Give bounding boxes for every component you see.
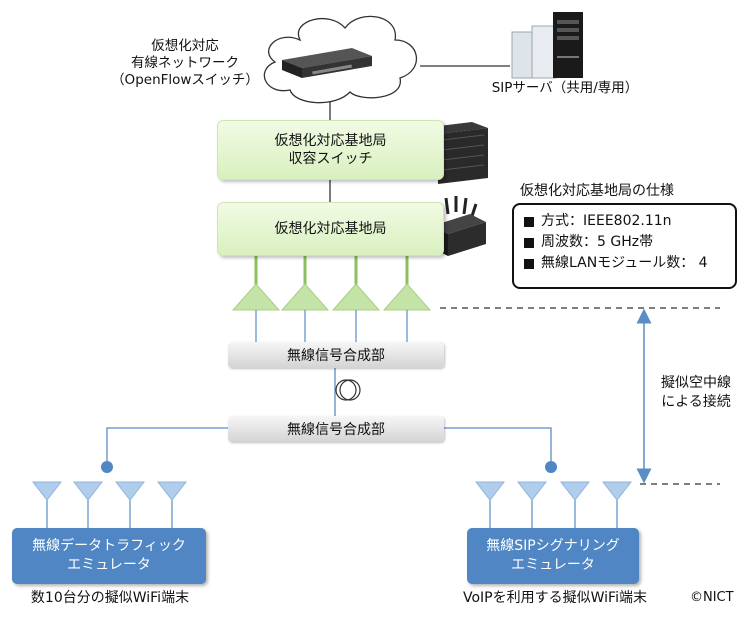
server-tower-icon xyxy=(511,12,583,79)
signal-combiner-bottom: 無線信号合成部 xyxy=(228,416,444,442)
bullet-icon xyxy=(524,237,534,248)
base-station-antennas xyxy=(254,255,409,288)
right-feed-line xyxy=(444,427,552,462)
network-switch-icon xyxy=(282,48,372,78)
left-feed-line xyxy=(106,427,228,462)
cloud-line-2: 有線ネットワーク xyxy=(131,55,239,71)
base-station-label: 仮想化対応基地局 xyxy=(274,221,387,237)
switch-box-line-2: 収容スイッチ xyxy=(288,151,373,167)
traffic-emulator-box: 無線データトラフィック エミュレータ xyxy=(12,528,206,584)
spec-box: 方式：IEEE802.11n 周波数：5 GHz帯 無線LANモジュール数： 4 xyxy=(512,203,737,289)
spec-title: 仮想化対応基地局の仕様 xyxy=(520,183,674,199)
left-junction xyxy=(101,461,113,473)
spec-item: 方式：IEEE802.11n xyxy=(524,211,725,232)
copyright: ©NICT xyxy=(690,590,734,605)
sip-emulator-box: 無線SIPシグナリング エミュレータ xyxy=(467,528,639,584)
switch-box-line-1: 仮想化対応基地局 xyxy=(274,133,387,149)
signal-combiner-top: 無線信号合成部 xyxy=(228,342,444,368)
traffic-emulator-caption: 数10台分の擬似WiFi端末 xyxy=(30,590,190,606)
sip-emulator-caption: VoIPを利用する擬似WiFi端末 xyxy=(463,590,647,606)
cable-coil xyxy=(335,379,361,401)
cloud-line-3: （OpenFlowスイッチ） xyxy=(111,72,259,88)
green-antenna-triangles xyxy=(231,283,432,311)
right-junction xyxy=(545,461,557,473)
spec-item: 無線LANモジュール数： 4 xyxy=(524,253,725,274)
air-link-label: 擬似空中線 による接続 xyxy=(661,375,731,410)
cloud-label: 仮想化対応 有線ネットワーク （OpenFlowスイッチ） xyxy=(100,38,270,89)
sip-server-label: SIPサーバ（共用/専用） xyxy=(491,80,639,96)
bullet-icon xyxy=(524,258,534,269)
cloud-line-1: 仮想化対応 xyxy=(151,38,219,54)
blue-antenna-triangles xyxy=(31,481,633,501)
bullet-icon xyxy=(524,216,534,227)
base-station-box: 仮想化対応基地局 xyxy=(217,202,444,256)
spec-item: 周波数：5 GHz帯 xyxy=(524,232,725,253)
base-station-switch-box: 仮想化対応基地局 収容スイッチ xyxy=(217,120,444,180)
